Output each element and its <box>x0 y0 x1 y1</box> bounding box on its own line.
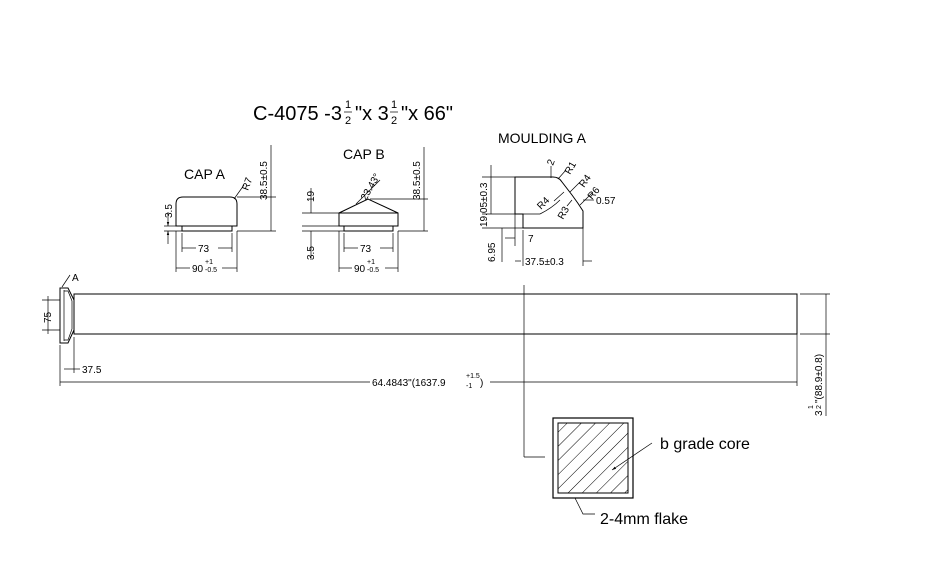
moulding-r3: R3 <box>556 205 572 222</box>
cap-b-lower: 3.5 <box>306 246 317 260</box>
title-main: C-4075 -3 <box>253 103 342 125</box>
moulding-offset: 0.57 <box>596 196 616 207</box>
post-side-rest: "(88.9±0.8) <box>814 354 825 403</box>
post-len-close: ) <box>480 378 483 389</box>
flake-label: 2-4mm flake <box>600 511 688 528</box>
cap-a-lip-height: 3.5 <box>164 204 175 218</box>
post-len-plus: +1.5 <box>466 373 480 380</box>
cap-b-angle: 23.43° <box>359 172 383 203</box>
moulding-r4-bottom: R4 <box>535 195 552 212</box>
moulding-a-label: MOULDING A <box>498 130 587 146</box>
cap-b-total-height: 38.5±0.5 <box>412 161 423 200</box>
cap-b-tol-minus: -0.5 <box>367 267 379 274</box>
cap-b-inner-width: 73 <box>360 244 372 255</box>
cap-b-tol-plus: +1 <box>367 259 375 266</box>
drawing-title: C-4075 -3 1 2 "x 3 1 2 "x 66" <box>253 99 453 127</box>
core-hatch <box>557 422 629 494</box>
cap-a-inner-width: 73 <box>198 244 210 255</box>
post-cap-length: 37.5 <box>82 365 102 376</box>
cap-b-label: CAP B <box>343 146 385 162</box>
cap-a-radius: R7 <box>240 176 255 192</box>
moulding-step: 7 <box>528 234 534 245</box>
core-label: b grade core <box>660 436 750 453</box>
cap-a-outer-width: 90 <box>192 264 204 275</box>
title-frac2-den: 2 <box>391 115 397 127</box>
cap-a-label: CAP A <box>184 166 226 182</box>
cap-a-tol-plus: +1 <box>205 259 213 266</box>
cap-b-upper: 19 <box>306 190 317 202</box>
title-frac1-num: 1 <box>345 99 351 111</box>
post-side-view: A 75 37.5 64.4843"(1637.9 +1.5 -1 ) 3 1 … <box>42 273 830 458</box>
moulding-r1: R1 <box>563 160 579 177</box>
title-mid1: "x 3 <box>355 103 389 125</box>
moulding-width: 37.5±0.3 <box>525 257 564 268</box>
moulding-r2: 2 <box>545 158 557 167</box>
cap-a-total-height: 38.5±0.5 <box>259 161 270 200</box>
moulding-height: 19.05±0.3 <box>479 182 490 227</box>
title-frac1-den: 2 <box>345 115 351 127</box>
moulding-a-detail: MOULDING A 2 R1 R4 R6 0.57 R4 R3 19.05±0… <box>479 130 616 268</box>
post-cap-dim: 75 <box>43 311 54 323</box>
post-side-whole: 3 <box>814 410 825 416</box>
moulding-base: 6.95 <box>487 242 498 262</box>
post-length: 64.4843"(1637.9 <box>372 378 446 389</box>
cap-b-outer-width: 90 <box>354 264 366 275</box>
cap-a-tol-minus: -0.5 <box>205 267 217 274</box>
post-len-minus: -1 <box>466 383 472 390</box>
post-label-a: A <box>72 273 79 284</box>
cap-a-detail: CAP A R7 3.5 38.5±0.5 73 90 +1 -0.5 <box>164 145 276 275</box>
post-side-num: 1 <box>808 405 815 409</box>
title-frac2-num: 1 <box>391 99 397 111</box>
post-side-den: 2 <box>816 405 823 409</box>
title-mid2: "x 66" <box>401 103 453 125</box>
cap-b-detail: CAP B 23.43° 19 3.5 38.5±0.5 73 90 +1 <box>302 146 428 275</box>
cross-section: b grade core 2-4mm flake <box>552 417 750 528</box>
post-body <box>73 293 798 335</box>
